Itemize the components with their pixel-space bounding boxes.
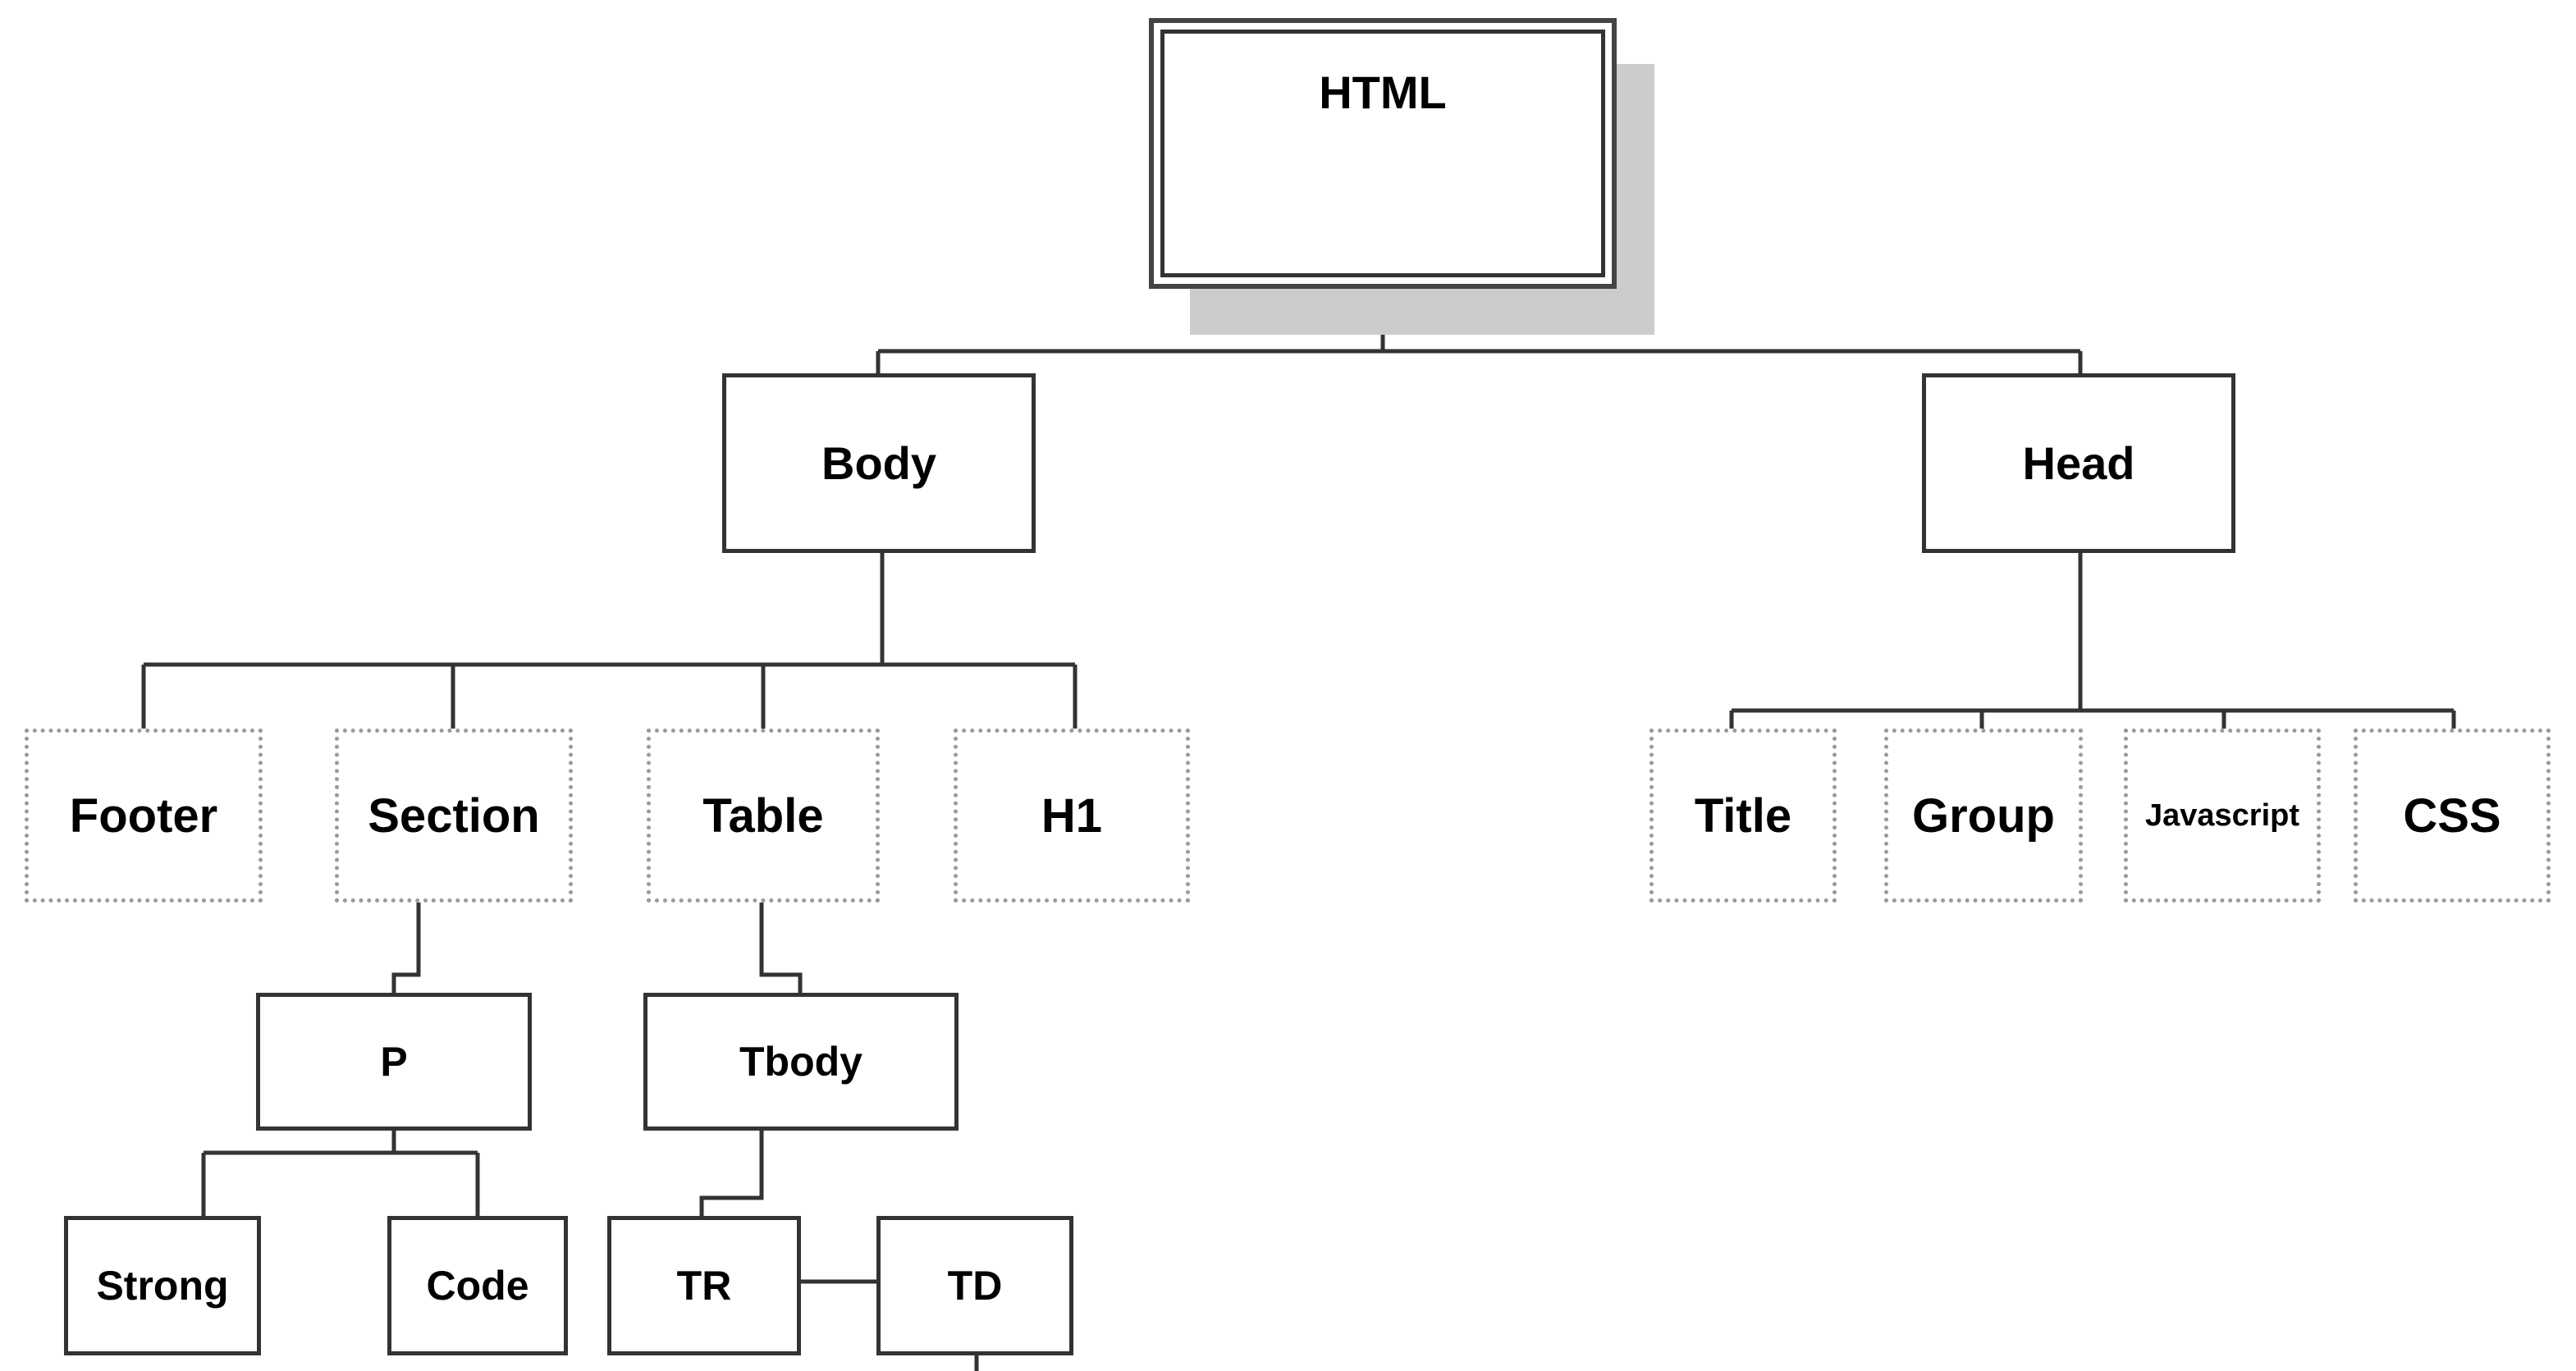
css-node-label: CSS [2403, 788, 2501, 843]
connector-tbody-to-tr [699, 1131, 764, 1216]
table-node-label: Table [702, 788, 824, 843]
tbody-node-label: Tbody [739, 1039, 862, 1085]
strong-node-label: Strong [96, 1263, 229, 1309]
section-node: Section [335, 729, 573, 903]
group-node: Group [1884, 729, 2083, 903]
javascript-node-label: Javascript [2144, 797, 2299, 833]
body-node: Body [722, 373, 1036, 553]
html-node-label: HTML [1319, 66, 1447, 118]
p-node: P [256, 993, 532, 1131]
title-node: Title [1649, 729, 1837, 903]
td-node: TD [876, 1216, 1073, 1355]
h1-node-label: H1 [1041, 788, 1103, 843]
html-node: HTML [1160, 30, 1605, 277]
group-node-label: Group [1912, 788, 2055, 843]
section-node-label: Section [368, 788, 540, 843]
code-node-label: Code [426, 1263, 529, 1309]
title-node-label: Title [1694, 788, 1792, 843]
head-node-label: Head [2022, 437, 2135, 489]
tr-node: TR [607, 1216, 801, 1355]
td-node-label: TD [947, 1263, 1003, 1309]
head-node: Head [1922, 373, 2235, 553]
footer-node-label: Footer [69, 788, 218, 843]
body-node-label: Body [821, 437, 936, 489]
h1-node: H1 [954, 729, 1190, 903]
strong-node: Strong [64, 1216, 261, 1355]
footer-node: Footer [25, 729, 263, 903]
connector-section-to-p [391, 903, 421, 993]
javascript-node: Javascript [2124, 729, 2321, 903]
p-node-label: P [380, 1039, 408, 1085]
table-node: Table [647, 729, 880, 903]
tr-node-label: TR [676, 1263, 732, 1309]
connector-table-to-tbody [759, 903, 803, 993]
css-node: CSS [2354, 729, 2551, 903]
tbody-node: Tbody [643, 993, 959, 1131]
code-node: Code [387, 1216, 568, 1355]
